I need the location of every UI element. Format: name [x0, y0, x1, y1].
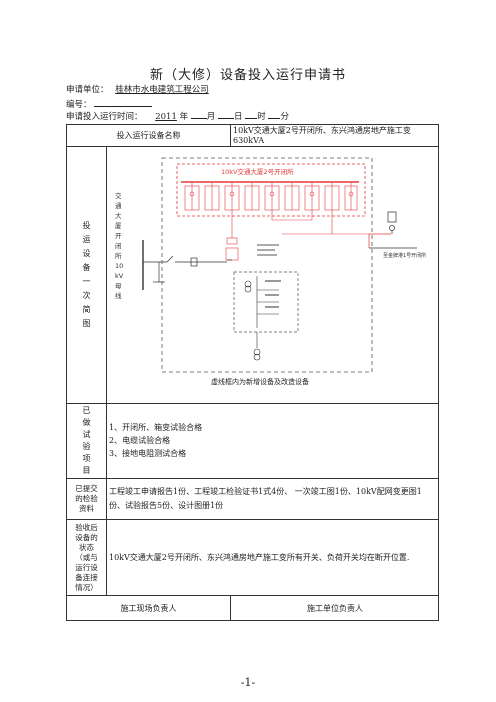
single-line-diagram: 10kV交通大厦2号开闭所	[115, 157, 426, 386]
outgoing-feeder	[368, 211, 417, 249]
svg-text:kV: kV	[115, 272, 124, 280]
equipment-label: 投入运行设备名称	[66, 124, 231, 147]
minute-unit: 分	[280, 112, 289, 122]
svg-text:通: 通	[115, 201, 122, 210]
incoming-feeder	[143, 255, 232, 283]
test-item: 3、接地电阻测试合格	[109, 449, 187, 459]
svg-text:10: 10	[115, 262, 123, 270]
diagram-row: 投 运 设 备 一 次 简 图 10kV交通大厦2号开闭所	[66, 145, 439, 404]
equipment-value: 10kV交通大厦2号开闭所、东兴鸿通房地产施工变630kVA	[230, 124, 439, 147]
diagram-row-label: 投 运 设 备 一 次 简 图	[66, 145, 107, 404]
apply-time-label: 申请投入运行时间：	[66, 112, 143, 122]
transformer-box	[233, 271, 299, 333]
station-title: 10kV交通大厦2号开闭所	[221, 167, 294, 176]
day-unit: 日	[234, 112, 243, 122]
diagram-footer: 虚线框内为新增设备及改造设备	[211, 377, 309, 386]
svg-text:母: 母	[115, 282, 122, 290]
site-manager-label: 施工现场负责人	[66, 595, 231, 621]
month-blank	[190, 109, 207, 119]
serial-label: 编号：	[66, 100, 92, 110]
svg-text:大: 大	[115, 211, 122, 220]
apply-time-line: 申请投入运行时间： 2011 年 月 日 时 分	[66, 109, 289, 123]
tests-label: 已做试 验项目	[66, 402, 107, 479]
applicant-label: 申请单位：	[66, 85, 109, 95]
day-blank	[218, 109, 234, 119]
svg-text:开: 开	[115, 232, 122, 240]
application-form-table: 投入运行设备名称 10kV交通大厦2号开闭所、东兴鸿通房地产施工变630kVA …	[66, 124, 439, 621]
month-unit: 月	[206, 112, 216, 122]
page-number: -1-	[240, 676, 256, 689]
transformer-internals	[244, 276, 281, 361]
test-item: 2、电缆试验合格	[109, 436, 171, 446]
tests-items: 1、开闭所、箱变试验合格 2、电缆试验合格 3、接地电阻测试合格	[106, 402, 439, 479]
acceptance-value: 10kV交通大厦2号开闭所、东兴鸿通房地产施工变所有开关、负荷开关均在断开位置.	[106, 519, 439, 597]
equipment-row: 投入运行设备名称 10kV交通大厦2号开闭所、东兴鸿通房地产施工变630kVA	[66, 124, 439, 147]
year-unit: 年	[179, 112, 189, 122]
single-line-diagram-cell: 10kV交通大厦2号开闭所	[106, 145, 439, 404]
svg-text:线: 线	[115, 291, 122, 300]
acceptance-label: 验收后设备的状态 （或与运行设备连接 情况）	[66, 519, 107, 597]
applicant-line: 申请单位： 桂林市水电建筑工程公司	[66, 85, 209, 96]
svg-text:交: 交	[115, 191, 122, 200]
acceptance-row: 验收后设备的状态 （或与运行设备连接 情况） 10kV交通大厦2号开闭所、东兴鸿…	[66, 519, 439, 597]
diagram-annotations	[257, 244, 279, 257]
serial-blank	[94, 97, 153, 107]
svg-text:闭: 闭	[115, 242, 122, 250]
bus-vertical-label: 交 通 大 厦 开 闭 所 10 kV 母 线	[115, 191, 124, 300]
red-feeders	[225, 210, 369, 261]
submitted-label: 已提交的检验资料	[66, 477, 107, 521]
test-item: 1、开闭所、箱变试验合格	[109, 423, 203, 433]
minute-blank	[268, 109, 281, 119]
svg-text:所: 所	[115, 251, 122, 260]
submitted-row: 已提交的检验资料 工程竣工申请报告1份、工程竣工检验证书1式4份、 一次竣工图1…	[66, 477, 439, 521]
apply-year: 2011	[155, 112, 177, 122]
document-title: 新（大修）设备投入运行申请书	[149, 68, 346, 83]
unit-manager-label: 施工单位负责人	[230, 595, 439, 621]
applicant-value: 桂林市水电建筑工程公司	[115, 85, 209, 95]
new-equipment-boundary	[161, 157, 373, 373]
feeder-bays	[184, 182, 358, 211]
right-label: 至金牌港1号开闭所	[383, 252, 426, 259]
signers-row: 施工现场负责人 施工单位负责人	[66, 595, 439, 621]
serial-line: 编号：	[66, 97, 153, 111]
tests-row: 已做试 验项目 1、开闭所、箱变试验合格 2、电缆试验合格 3、接地电阻测试合格	[66, 402, 439, 479]
hour-blank	[245, 109, 258, 119]
submitted-value: 工程竣工申请报告1份、工程竣工检验证书1式4份、 一次竣工图1份、10kV配网变…	[106, 477, 439, 521]
hour-unit: 时	[257, 112, 266, 122]
svg-text:厦: 厦	[115, 222, 122, 230]
